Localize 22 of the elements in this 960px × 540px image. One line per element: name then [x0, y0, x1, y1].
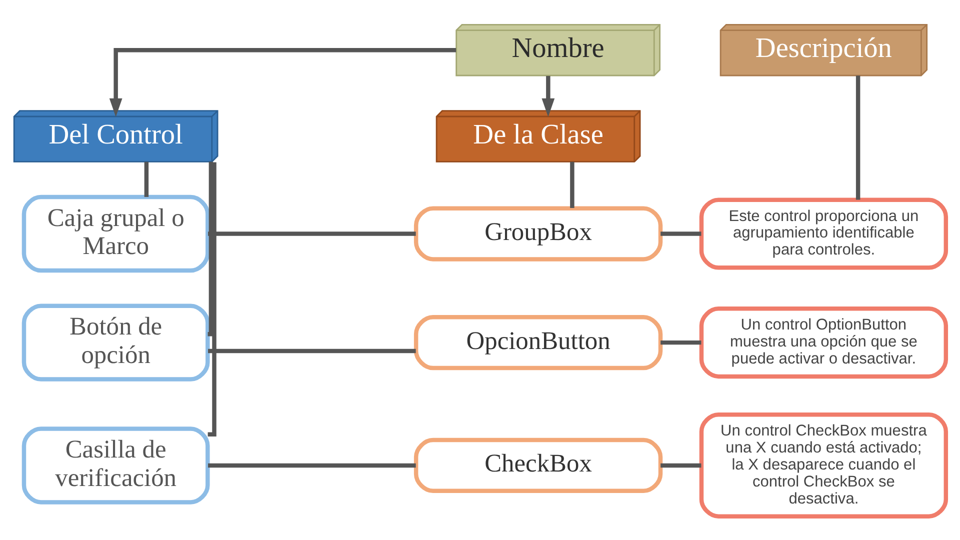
connector	[208, 231, 416, 236]
node-box: Caja grupal o Marco	[22, 194, 210, 272]
connector	[660, 340, 702, 344]
arrow	[542, 75, 555, 116]
connector	[570, 161, 574, 208]
node-box: Un control CheckBox muestra una X cuando está activado; la X desaparece cuando el control CheckBox se desactiva.	[699, 412, 948, 518]
connector	[660, 231, 702, 236]
node-box: OpcionButton	[414, 314, 663, 370]
connector	[208, 348, 416, 353]
node-box: GroupBox	[414, 206, 663, 261]
node-box: Este control proporciona un agrupamiento identificable para controles.	[699, 197, 948, 270]
connector	[144, 161, 149, 196]
connector	[660, 462, 702, 468]
node-box: Casilla de verificación	[22, 426, 210, 504]
arrow	[109, 47, 456, 116]
connector	[208, 162, 216, 436]
node-box: CheckBox	[414, 437, 663, 493]
node-box: Botón de opción	[22, 303, 210, 381]
connector	[856, 75, 860, 200]
connector	[208, 161, 214, 336]
node-box: Un control OptionButton muestra una opción que se puede activar o desactivar.	[699, 306, 948, 378]
connector	[208, 462, 416, 468]
